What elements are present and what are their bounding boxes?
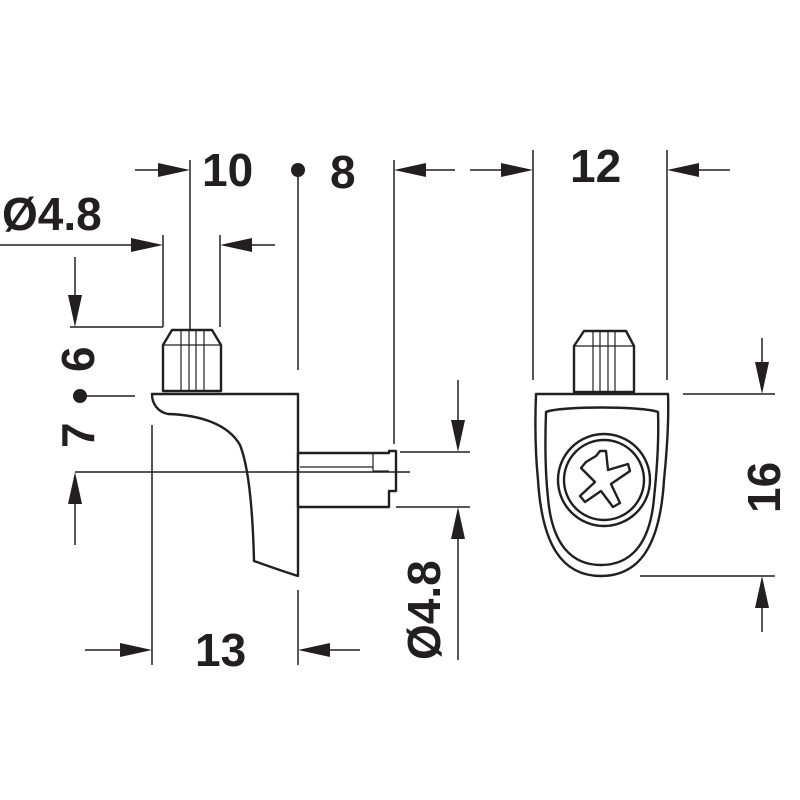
dimension-label-12: 12 — [570, 140, 621, 192]
side-view-body — [150, 392, 300, 578]
front-view-shelf-support — [534, 329, 670, 578]
side-view-shelf-support — [150, 328, 398, 578]
screw-head — [556, 432, 652, 528]
dimension-label-8: 8 — [330, 146, 356, 198]
dimension-label-6: 6 — [52, 346, 104, 372]
extension-lines — [70, 150, 775, 665]
side-view-top-peg — [161, 328, 223, 393]
dimension-label-10: 10 — [202, 144, 253, 196]
dimension-label-pin-diameter: Ø4.8 — [398, 560, 450, 660]
dimension-arrows — [0, 163, 769, 660]
dimension-label-left-diameter: Ø4.8 — [2, 188, 102, 240]
side-view-pin — [296, 449, 398, 509]
dimension-label-16: 16 — [738, 462, 790, 513]
dimension-label-7: 7 — [52, 422, 104, 448]
reference-dot-6 — [73, 389, 87, 403]
dimension-labels: 10 8 12 Ø4.8 6 7 13 Ø4.8 16 — [2, 140, 790, 676]
phillips-recess-icon — [578, 449, 632, 509]
reference-dot-8 — [291, 163, 305, 177]
front-view-top-peg — [572, 329, 636, 394]
dimension-label-13: 13 — [195, 624, 246, 676]
